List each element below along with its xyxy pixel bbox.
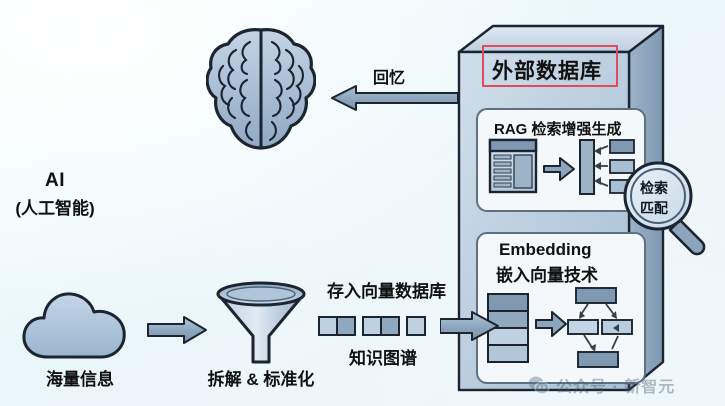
funnel-label: 拆解 & 标准化 — [207, 370, 315, 389]
rag-graphics — [476, 108, 642, 208]
pipeline-arrow-1-icon — [146, 315, 208, 345]
cloud-label: 海量信息 — [46, 370, 114, 389]
right-arrow-icon — [543, 157, 575, 181]
ai-label: AI — [45, 170, 65, 191]
vector-top-label: 存入向量数据库 — [327, 282, 446, 301]
pipeline-arrow-2-icon — [439, 310, 502, 342]
watermark-text: 公众号 · 新智元 — [556, 379, 676, 396]
graph-nodes — [567, 287, 633, 368]
cloud-icon — [20, 281, 140, 363]
ai-sublabel: (人工智能) — [15, 199, 95, 218]
right-arrow-icon — [535, 311, 567, 337]
recall-arrow-icon — [330, 84, 460, 112]
recall-label: 回忆 — [373, 70, 406, 87]
database-title-frame — [482, 45, 618, 87]
rag-title: RAG 检索增强生成 — [494, 121, 622, 138]
brain-icon — [206, 26, 316, 161]
magnifier-line1: 检索 — [640, 180, 668, 196]
embedding-title-cn: 嵌入向量技术 — [496, 266, 598, 285]
magnifier-line2: 匹配 — [640, 200, 668, 216]
magnifier-icon — [620, 158, 720, 258]
database-title: 外部数据库 — [492, 60, 602, 83]
funnel-icon — [212, 278, 310, 368]
chat-bubble-icon — [528, 376, 550, 395]
vector-blocks — [318, 313, 438, 339]
watermark: 公众号 · 新智元 — [528, 372, 718, 398]
embedding-title-en: Embedding — [499, 240, 592, 259]
document-icon — [488, 138, 538, 194]
embedding-graphics — [476, 232, 642, 380]
vector-bottom-label: 知识图谱 — [349, 349, 417, 368]
